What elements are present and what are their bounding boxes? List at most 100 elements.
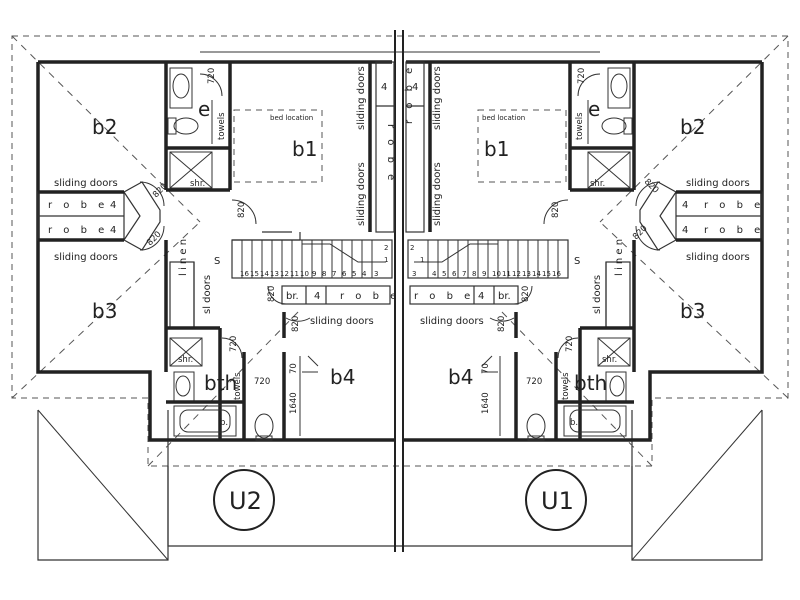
towels-bath-u1: towels — [561, 372, 571, 400]
door-720-bath-u2: 720 — [229, 336, 239, 352]
towels-ensuite-u2: towels — [217, 112, 227, 140]
stair-num: 6 — [342, 270, 347, 278]
linen-u2: l i n e n — [178, 239, 189, 276]
door-720-ensuite-u2: 720 — [207, 68, 217, 84]
stair-num: 6 — [452, 270, 457, 278]
stair-treads-left — [241, 240, 373, 278]
stair-numbers-u1: 3 4 5 6 7 8 9 10 11 12 13 14 15 16 2 1 — [410, 244, 561, 278]
door-820-bridge-u1: 820 — [521, 286, 531, 302]
stair-num: 12 — [280, 270, 289, 278]
stair-num: 16 — [240, 270, 249, 278]
door-820-robe2-u1: 820 — [631, 224, 650, 243]
stair-num: 3 — [412, 270, 416, 278]
stair-num: 14 — [532, 270, 541, 278]
bed4-label-u2: b4 — [330, 365, 355, 389]
dim-1640-u1: 1640 — [481, 392, 491, 414]
shower-ensuite-u1: shr. — [590, 179, 605, 189]
stair-num: 7 — [462, 270, 466, 278]
ensuite-label-u1: e — [588, 97, 600, 121]
stair-symbol-u2: S — [214, 256, 220, 267]
unit-u2-interior — [37, 61, 395, 441]
bridge-label-u2: br. — [286, 291, 299, 302]
robe-bridge-u2: r o b e — [340, 291, 400, 302]
stair-num: 8 — [322, 270, 326, 278]
robe-vertical-u1: r o b e — [404, 64, 415, 124]
robe-bridge-depth-u1: 4 — [478, 291, 484, 302]
door-720-wc-u1: 720 — [526, 377, 542, 387]
robe-vertical-u2: r o b e — [385, 124, 396, 184]
stair-num: 11 — [502, 270, 511, 278]
dim-1640-u2: 1640 — [289, 392, 299, 414]
roof-outline — [11, 35, 789, 561]
door-820-bed1-u1: 820 — [551, 202, 561, 218]
stair-num: 3 — [374, 270, 378, 278]
stair-num: 13 — [522, 270, 531, 278]
robe-bridge-depth-u2: 4 — [314, 291, 320, 302]
stair-num: 12 — [512, 270, 521, 278]
sliding-doors-vertical-bottom-u1: sliding doors — [432, 162, 443, 226]
bath-label-u1: bth — [574, 371, 607, 395]
stair-num: 7 — [332, 270, 336, 278]
stair-num: 13 — [270, 270, 279, 278]
stair-num: 4 — [432, 270, 437, 278]
stair-landing-num: 1 — [384, 256, 388, 264]
bath-tub-u2: b. — [220, 418, 228, 428]
robe-1-depth-u2: 4 — [110, 200, 116, 211]
stair-treads-right — [427, 240, 559, 278]
robe-1-u1: r o b e — [704, 200, 764, 211]
stair-num: 9 — [312, 270, 316, 278]
stair-numbers-u2: 16 15 14 13 12 11 10 9 8 7 6 5 4 3 2 1 — [240, 244, 388, 278]
robe-2-u2: r o b e — [48, 225, 108, 236]
outer-walls — [36, 60, 764, 442]
stair-num: 14 — [260, 270, 269, 278]
door-820-bridge-u2: 820 — [267, 286, 277, 302]
bed4-label-u1: b4 — [448, 365, 473, 389]
stair-landing-num: 2 — [384, 244, 388, 252]
bed1-label-u1: b1 — [484, 137, 509, 161]
door-720-ensuite-u1: 720 — [577, 68, 587, 84]
stair-num: 11 — [290, 270, 299, 278]
robe-2-depth-u2: 4 — [110, 225, 116, 236]
stair-landing-num: 2 — [410, 244, 414, 252]
towels-ensuite-u1: towels — [575, 112, 585, 140]
party-wall — [394, 30, 404, 552]
door-820-bed4-u1: 820 — [497, 316, 507, 332]
stair-num: 9 — [482, 270, 486, 278]
dim-70-u2: 70 — [289, 363, 299, 374]
stair-num: 8 — [472, 270, 476, 278]
bed3-label-u2: b3 — [92, 299, 117, 323]
shower-ensuite-u2: shr. — [190, 179, 205, 189]
door-820-bed1-u2: 820 — [237, 202, 247, 218]
bed1-label-u2: b1 — [292, 137, 317, 161]
bed2-label-u2: b2 — [92, 115, 117, 139]
door-820-robe2-u2: 820 — [145, 230, 164, 249]
bed-location-u2: bed location — [270, 114, 313, 122]
towels-bath-u2: towels — [233, 372, 243, 400]
unit-label-u2: U2 — [229, 487, 262, 515]
door-720-wc-u2: 720 — [254, 377, 270, 387]
door-820-robe1-u1: 820 — [642, 177, 661, 196]
sliding-doors-bridge-u1: sliding doors — [420, 316, 484, 327]
unit-circle-u2 — [213, 469, 275, 531]
robe-1-depth-u1: 4 — [682, 200, 688, 211]
stair-landing-num: 1 — [420, 256, 424, 264]
unit-u1-interior — [405, 61, 763, 441]
bridge-label-u1: br. — [498, 291, 511, 302]
stair-num: 5 — [352, 270, 356, 278]
sliding-doors-vertical-bottom-u2: sliding doors — [356, 162, 367, 226]
bed3-label-u1: b3 — [680, 299, 705, 323]
stair-symbol-u1: S — [574, 256, 580, 267]
robe-vertical-depth-u2: 4 — [381, 82, 387, 93]
robe-2-u1: r o b e — [704, 225, 764, 236]
door-820-bed4-u2: 820 — [291, 316, 301, 332]
robe-2-depth-u1: 4 — [682, 225, 688, 236]
unit-circle-u1 — [525, 469, 587, 531]
sliding-doors-vertical-top-u2: sliding doors — [356, 66, 367, 130]
stair-num: 15 — [542, 270, 551, 278]
robe-bridge-u1: r o b e — [414, 291, 474, 302]
sl-doors-u1: sl doors — [592, 275, 603, 314]
shower-bath-u1: shr. — [602, 355, 617, 365]
bath-tub-u1: b. — [570, 418, 578, 428]
door-720-bath-u1: 720 — [565, 336, 575, 352]
